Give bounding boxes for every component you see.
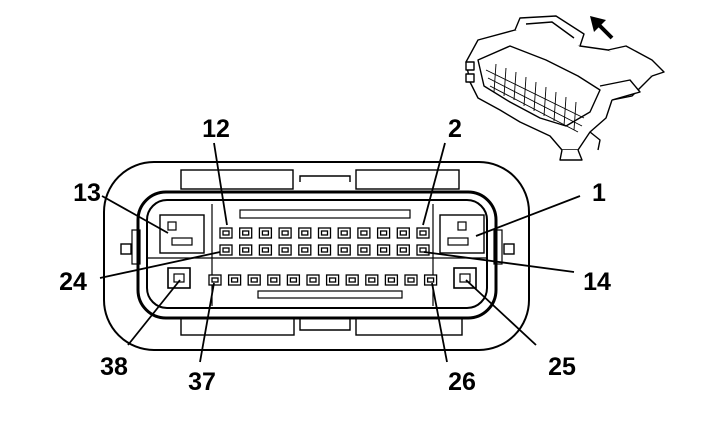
- pin-contact: [320, 247, 329, 253]
- pin-contact: [379, 230, 388, 236]
- pin-cavity-grid: [208, 227, 438, 286]
- pin-label-24: 24: [59, 268, 87, 296]
- pin-label-12: 12: [202, 115, 230, 143]
- pin-contact: [379, 247, 388, 253]
- pin-contact: [407, 277, 415, 283]
- pin-contact: [211, 277, 219, 283]
- pin-contact: [348, 277, 356, 283]
- pin-label-38: 38: [100, 353, 128, 381]
- pin-label-13: 13: [73, 179, 101, 207]
- pin-contact: [301, 230, 309, 236]
- pin-contact: [340, 247, 348, 253]
- pin-contact: [360, 230, 368, 236]
- pin-contact: [419, 230, 427, 236]
- leader-lines: [99, 142, 581, 363]
- pin-contact: [281, 247, 289, 253]
- pin-label-26: 26: [448, 368, 476, 396]
- pin-label-1: 1: [592, 179, 606, 207]
- pin-contact: [242, 230, 250, 236]
- pin-contact: [368, 277, 376, 283]
- pin-contact: [270, 277, 278, 283]
- pin-contact: [387, 277, 396, 283]
- arrow-up-left-icon: [590, 16, 614, 40]
- pin-contact: [309, 277, 317, 283]
- pin-label-2: 2: [448, 115, 462, 143]
- pin-label-37: 37: [188, 368, 216, 396]
- pin-contact: [399, 230, 407, 236]
- pin-contact: [289, 277, 298, 283]
- pin-contact: [360, 247, 368, 253]
- pin-contact: [250, 277, 258, 283]
- pin-label-14: 14: [583, 268, 611, 296]
- pin-contact: [242, 247, 250, 253]
- pin-contact: [301, 247, 309, 253]
- pin-label-25: 25: [548, 353, 576, 381]
- pin-contact: [230, 277, 239, 283]
- pin-contact: [261, 230, 270, 236]
- pin-contact: [320, 230, 329, 236]
- pin-contact: [426, 277, 435, 283]
- pin-contact: [281, 230, 289, 236]
- pin-contact: [222, 230, 230, 236]
- pin-contact: [419, 247, 427, 253]
- pin-contact: [328, 277, 337, 283]
- pin-contact: [340, 230, 348, 236]
- connector-front-face: [103, 161, 530, 351]
- pin-contact: [399, 247, 407, 253]
- connector-isometric-view: [465, 15, 665, 161]
- pin-contact: [222, 247, 230, 253]
- pin-contact: [261, 247, 270, 253]
